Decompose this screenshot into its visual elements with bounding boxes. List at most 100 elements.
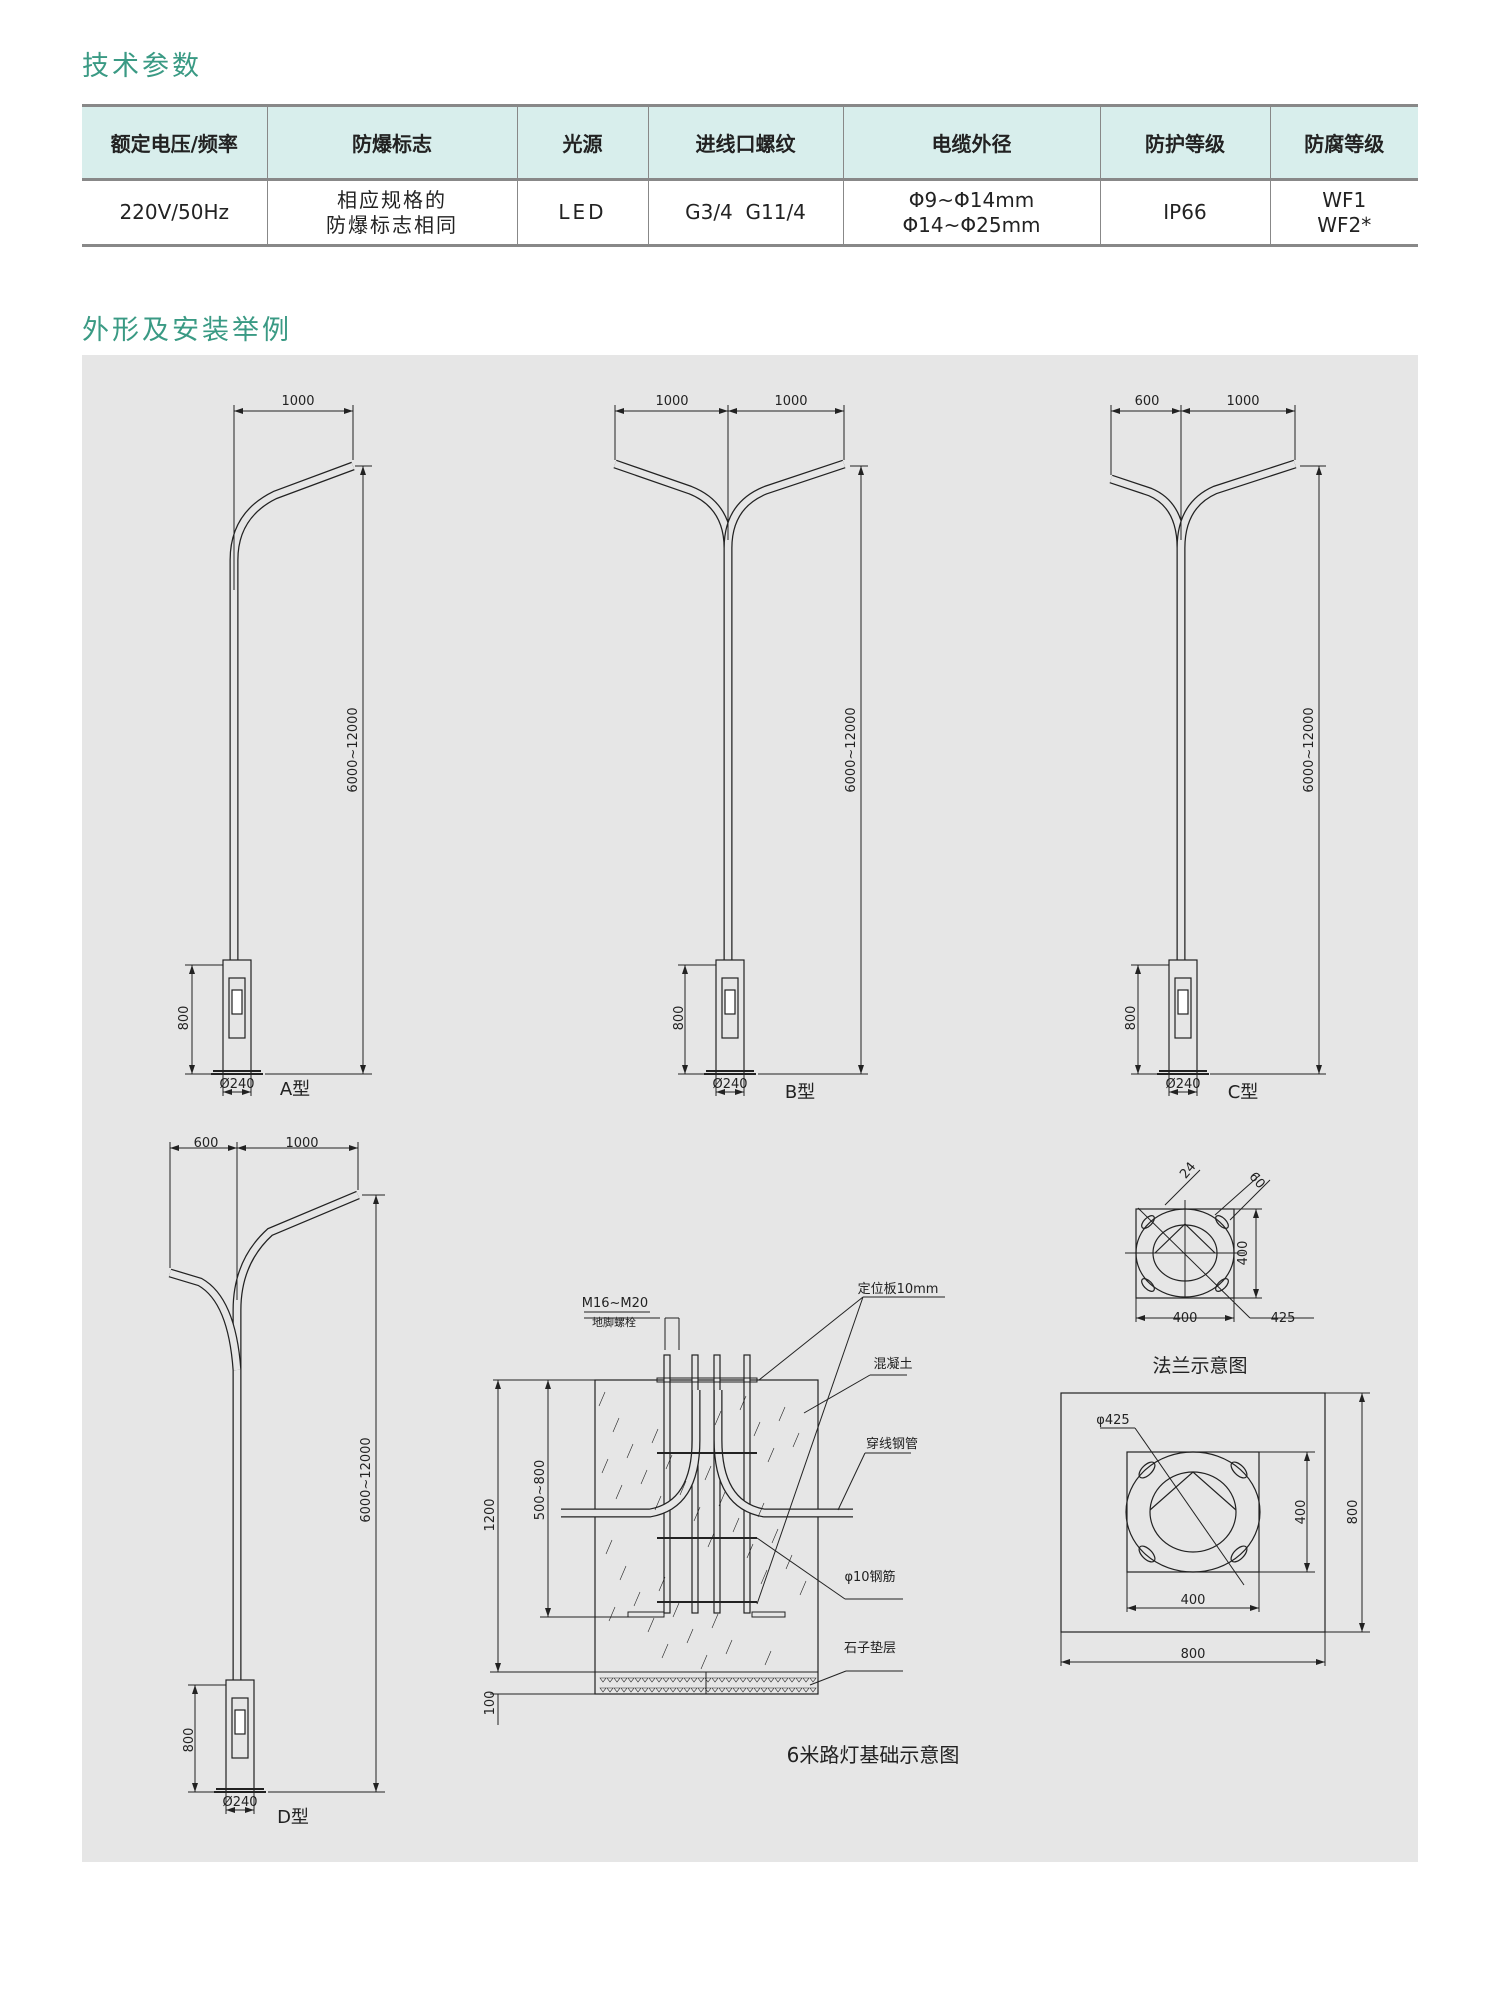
drawing-line xyxy=(732,1517,740,1533)
cell-cable-line: Φ14~Φ25mm xyxy=(902,212,1041,237)
plate-label: 定位板10mm xyxy=(858,1282,939,1297)
gravel-mark xyxy=(648,1677,656,1693)
gravel-mark xyxy=(599,1677,607,1693)
pole-a-label: A型 xyxy=(280,1079,310,1100)
drawing-line xyxy=(658,1576,666,1592)
table-row: 220V/50Hz 相应规格的防爆标志相同 LED G3/4 G11/4 Φ9~… xyxy=(82,179,1418,246)
gravel-mark xyxy=(655,1677,663,1693)
drawing-line xyxy=(785,1554,793,1570)
drawing-line xyxy=(714,1410,722,1426)
drawing-line xyxy=(758,1296,864,1381)
drawing-line xyxy=(792,1432,800,1448)
base-plan-inner-h: 400 xyxy=(1181,1593,1206,1608)
base-plan-outer-h: 800 xyxy=(1181,1647,1206,1662)
pole-a-shaft xyxy=(229,461,355,965)
header-anticorrosion: 防腐等级 xyxy=(1269,105,1418,180)
drawing-line xyxy=(665,1454,673,1470)
drawing-line xyxy=(757,1502,765,1518)
header-voltage: 额定电压/频率 xyxy=(82,105,268,180)
pole-a-base-box xyxy=(222,959,252,1075)
pole-c-base-dim: 800 xyxy=(1124,1006,1139,1031)
pole-d-base-box xyxy=(225,1679,255,1793)
gravel-mark xyxy=(732,1677,740,1693)
gravel-mark xyxy=(809,1677,817,1693)
pole-b-shaft xyxy=(613,459,733,965)
pole-c-ex-box xyxy=(1177,989,1189,1015)
pole-d-shaft xyxy=(232,1190,360,1685)
bolt-slot xyxy=(1138,1461,1156,1479)
gravel-mark xyxy=(627,1677,635,1693)
base-plan-inner-v: 400 xyxy=(1294,1500,1309,1525)
cell-thread: G3/4 G11/4 xyxy=(647,179,844,246)
drawing-line xyxy=(619,1565,627,1581)
cell-voltage: 220V/50Hz xyxy=(82,179,268,246)
base-plan-diam: φ425 xyxy=(1096,1413,1129,1428)
gravel-mark xyxy=(767,1677,775,1693)
drawing-line xyxy=(672,1602,680,1618)
gravel-mark xyxy=(718,1677,726,1693)
bolt-slot xyxy=(1215,1278,1229,1292)
base-gusset xyxy=(1149,1471,1237,1511)
base-flange-outer xyxy=(1125,1451,1261,1573)
drawing-line xyxy=(640,1469,648,1485)
header-light: 光源 xyxy=(516,105,649,180)
gravel-mark xyxy=(746,1677,754,1693)
drawing-line xyxy=(615,1484,623,1500)
drawing-line xyxy=(799,1580,807,1596)
pole-d-dia: Ø240 xyxy=(222,1795,257,1810)
concrete-label: 混凝土 xyxy=(873,1356,912,1372)
pole-c-shaft xyxy=(1109,475,1185,965)
gravel-mark xyxy=(704,1677,712,1693)
bolt-slot xyxy=(1230,1545,1248,1563)
gravel-mark xyxy=(739,1677,747,1693)
foundation-drawing: M16~M20 地脚螺栓 定位板10mm 混凝土 穿线钢管 φ10钢筋 石子垫层… xyxy=(483,1282,959,1767)
pole-a-shaft xyxy=(230,462,355,965)
drawing-line xyxy=(1214,1174,1261,1216)
header-thread: 进线口螺纹 xyxy=(647,105,844,180)
cell-anticorrosion-line: WF1 xyxy=(1322,187,1367,212)
gravel-mark xyxy=(634,1677,642,1693)
dimension-arrow xyxy=(1253,1209,1259,1298)
cell-ex-mark: 相应规格的防爆标志相同 xyxy=(266,179,518,246)
drawing-line xyxy=(612,1417,620,1433)
drawing-line xyxy=(605,1539,613,1555)
pole-a-dia: Ø240 xyxy=(219,1077,254,1092)
rebar-label: φ10钢筋 xyxy=(844,1569,895,1585)
pole-b-shaft xyxy=(724,460,846,549)
pole-d-ex-box xyxy=(234,1709,246,1735)
drawing-line xyxy=(679,1480,687,1496)
gravel-mark xyxy=(781,1677,789,1693)
anchor-bolt xyxy=(663,1354,671,1614)
drawing-line xyxy=(693,1506,701,1522)
bolt-size-label: M16~M20 xyxy=(582,1296,648,1311)
drawing-line xyxy=(739,1395,747,1411)
pole-d-base-plate xyxy=(214,1788,266,1793)
pole-b-dia: Ø240 xyxy=(712,1077,747,1092)
anchor-bolt xyxy=(743,1354,751,1614)
drawing-line xyxy=(700,1654,708,1670)
pole-c-arm-right-dim: 1000 xyxy=(1226,394,1259,409)
bolt-name-label: 地脚螺栓 xyxy=(592,1315,636,1329)
gravel-mark xyxy=(788,1677,796,1693)
drawing-line xyxy=(756,1537,846,1600)
cable-pipe-left xyxy=(561,1390,700,1517)
drawing-line xyxy=(753,1421,761,1437)
flange-title: 法兰示意图 xyxy=(1152,1355,1247,1377)
header-ex-mark: 防爆标志 xyxy=(266,105,518,180)
cell-ip: IP66 xyxy=(1099,179,1271,246)
pole-b-drawing: 1000 1000 6000~12000 800 Ø240 B型 xyxy=(655,394,859,1103)
drawing-line xyxy=(760,1569,768,1585)
pole-b-junction-box xyxy=(721,977,739,1039)
drawing-line xyxy=(1229,1179,1271,1221)
pole-d-arm-left-dim: 600 xyxy=(194,1136,219,1151)
pole-c-shaft xyxy=(1176,459,1297,549)
gravel-mark xyxy=(662,1677,670,1693)
gravel-mark xyxy=(697,1677,705,1693)
pole-a-base-plate xyxy=(211,1070,263,1075)
spec-table: 额定电压/频率 防爆标志 光源 进线口螺纹 电缆外径 防护等级 防腐等级 220… xyxy=(82,104,1418,247)
gravel-mark xyxy=(760,1677,768,1693)
drawing-line xyxy=(704,1465,712,1481)
